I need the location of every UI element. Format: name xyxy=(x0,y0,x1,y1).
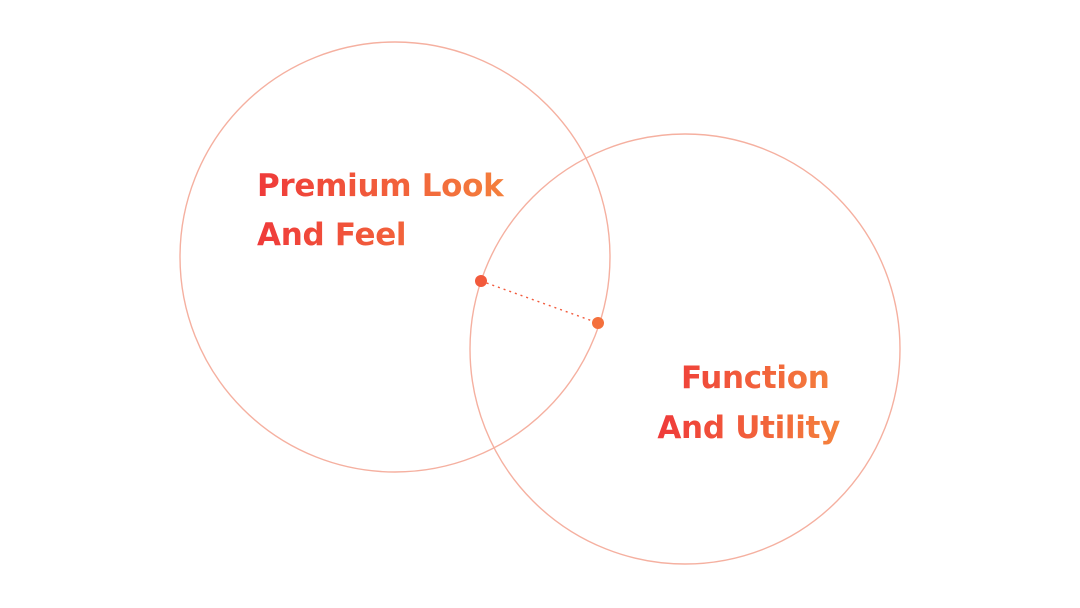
intersection-dot-left xyxy=(475,275,487,287)
right-circle-label: Function And Utility xyxy=(657,360,840,446)
left-label-line-1: Premium Look xyxy=(257,168,505,204)
right-label-line-2: And Utility xyxy=(657,410,840,446)
left-circle xyxy=(179,41,611,473)
left-label-line-2: And Feel xyxy=(257,217,406,253)
intersection-dot-right xyxy=(592,317,604,329)
right-label-line-1: Function xyxy=(681,360,830,396)
connector-line xyxy=(480,280,599,324)
right-circle xyxy=(469,133,901,565)
left-circle-label: Premium Look And Feel xyxy=(257,168,514,253)
